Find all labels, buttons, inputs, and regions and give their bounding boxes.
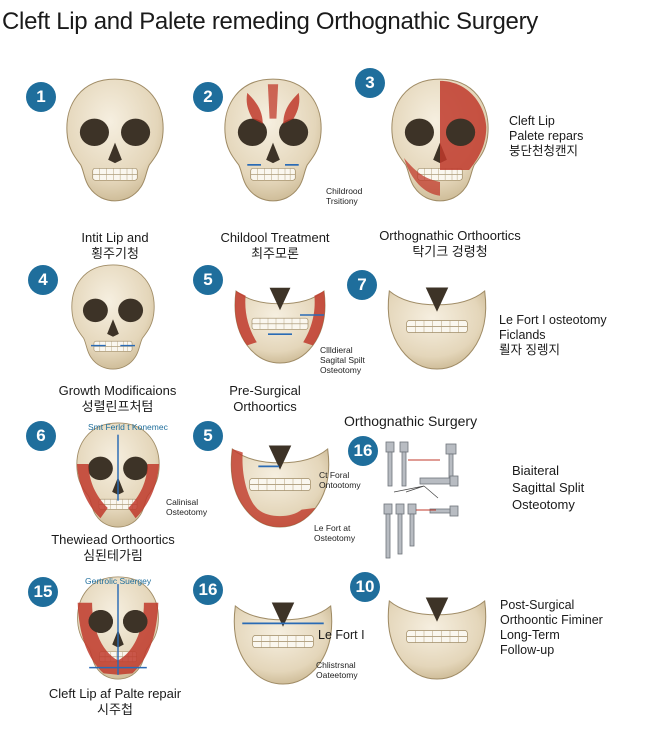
panel-note: Le Fort I xyxy=(318,628,365,642)
tools-labels: Biaiteral Sagittal Split Osteotomy xyxy=(512,463,585,512)
panel-caption: Growth Modificaions 성렬린프처텀 xyxy=(58,383,177,414)
panel-note: Ct Foral Ontootomy xyxy=(319,470,361,490)
panel-note: Smt Ferld t Konemec xyxy=(88,422,168,432)
panel-note: Le Fort I osteotomy Ficlands 뢸자 징렝지 xyxy=(499,313,607,357)
step-badge: 5 xyxy=(193,421,223,451)
step-badge: 5 xyxy=(193,265,223,295)
skull-illustration xyxy=(380,65,500,215)
step-badge: 4 xyxy=(28,265,58,295)
tools-heading: Orthognathic Surgery xyxy=(344,413,478,429)
skull-illustration xyxy=(55,65,175,215)
skull-illustration xyxy=(213,65,333,215)
jaw-illustration xyxy=(215,438,345,538)
jaw-illustration xyxy=(372,590,502,690)
step-badge: 1 xyxy=(26,82,56,112)
step-badge: 16 xyxy=(348,436,378,466)
jaw-illustration xyxy=(218,595,348,695)
panel-note: Childrood Trsitiony xyxy=(326,186,363,206)
panel-note: Cleft Lip Palete repars 붕단천청캔지 xyxy=(509,114,584,158)
skull-illustration xyxy=(62,574,174,682)
step-badge: 6 xyxy=(26,421,56,451)
panel-note: Gertrolic Suergey xyxy=(85,576,152,586)
panel-note: Cllldieral Sagital Spilt Osteotomy xyxy=(320,345,365,375)
step-badge: 15 xyxy=(28,577,58,607)
panel-note: Le Fort at Osteotomy xyxy=(314,523,356,543)
skull-illustration xyxy=(62,420,174,530)
screw-tools-illustration xyxy=(383,441,459,559)
step-badge: 7 xyxy=(347,270,377,300)
panel-caption: Orthognathic Orthoortics 탁기크 겅령청 xyxy=(379,228,521,259)
panel-note: Chlistrsnal Oateetomy xyxy=(316,660,358,680)
panel-caption: Pre-Surgical Orthoortics xyxy=(229,383,301,414)
page-title: Cleft Lip and Palete remeding Orthognath… xyxy=(2,8,538,35)
step-badge: 3 xyxy=(355,68,385,98)
step-badge: 10 xyxy=(350,572,380,602)
panel-caption: Intit Lip and 횡주기청 xyxy=(81,230,149,261)
jaw-illustration xyxy=(372,280,502,380)
panel-caption: Thewiead Orthoortics 심된테가림 xyxy=(51,532,175,563)
skull-illustration xyxy=(58,262,168,372)
panel-caption: Cleft Lip af Palte repair 시주첩 xyxy=(48,686,182,717)
panel-note: Calinisal Osteotomy xyxy=(166,497,208,517)
panel-caption: Childool Treatment 최주모론 xyxy=(220,230,330,261)
panel-note: Post-Surgical Orthoontic Fiminer Long-Te… xyxy=(500,598,603,657)
jaw-illustration xyxy=(220,282,340,372)
step-badge: 16 xyxy=(193,575,223,605)
step-badge: 2 xyxy=(193,82,223,112)
